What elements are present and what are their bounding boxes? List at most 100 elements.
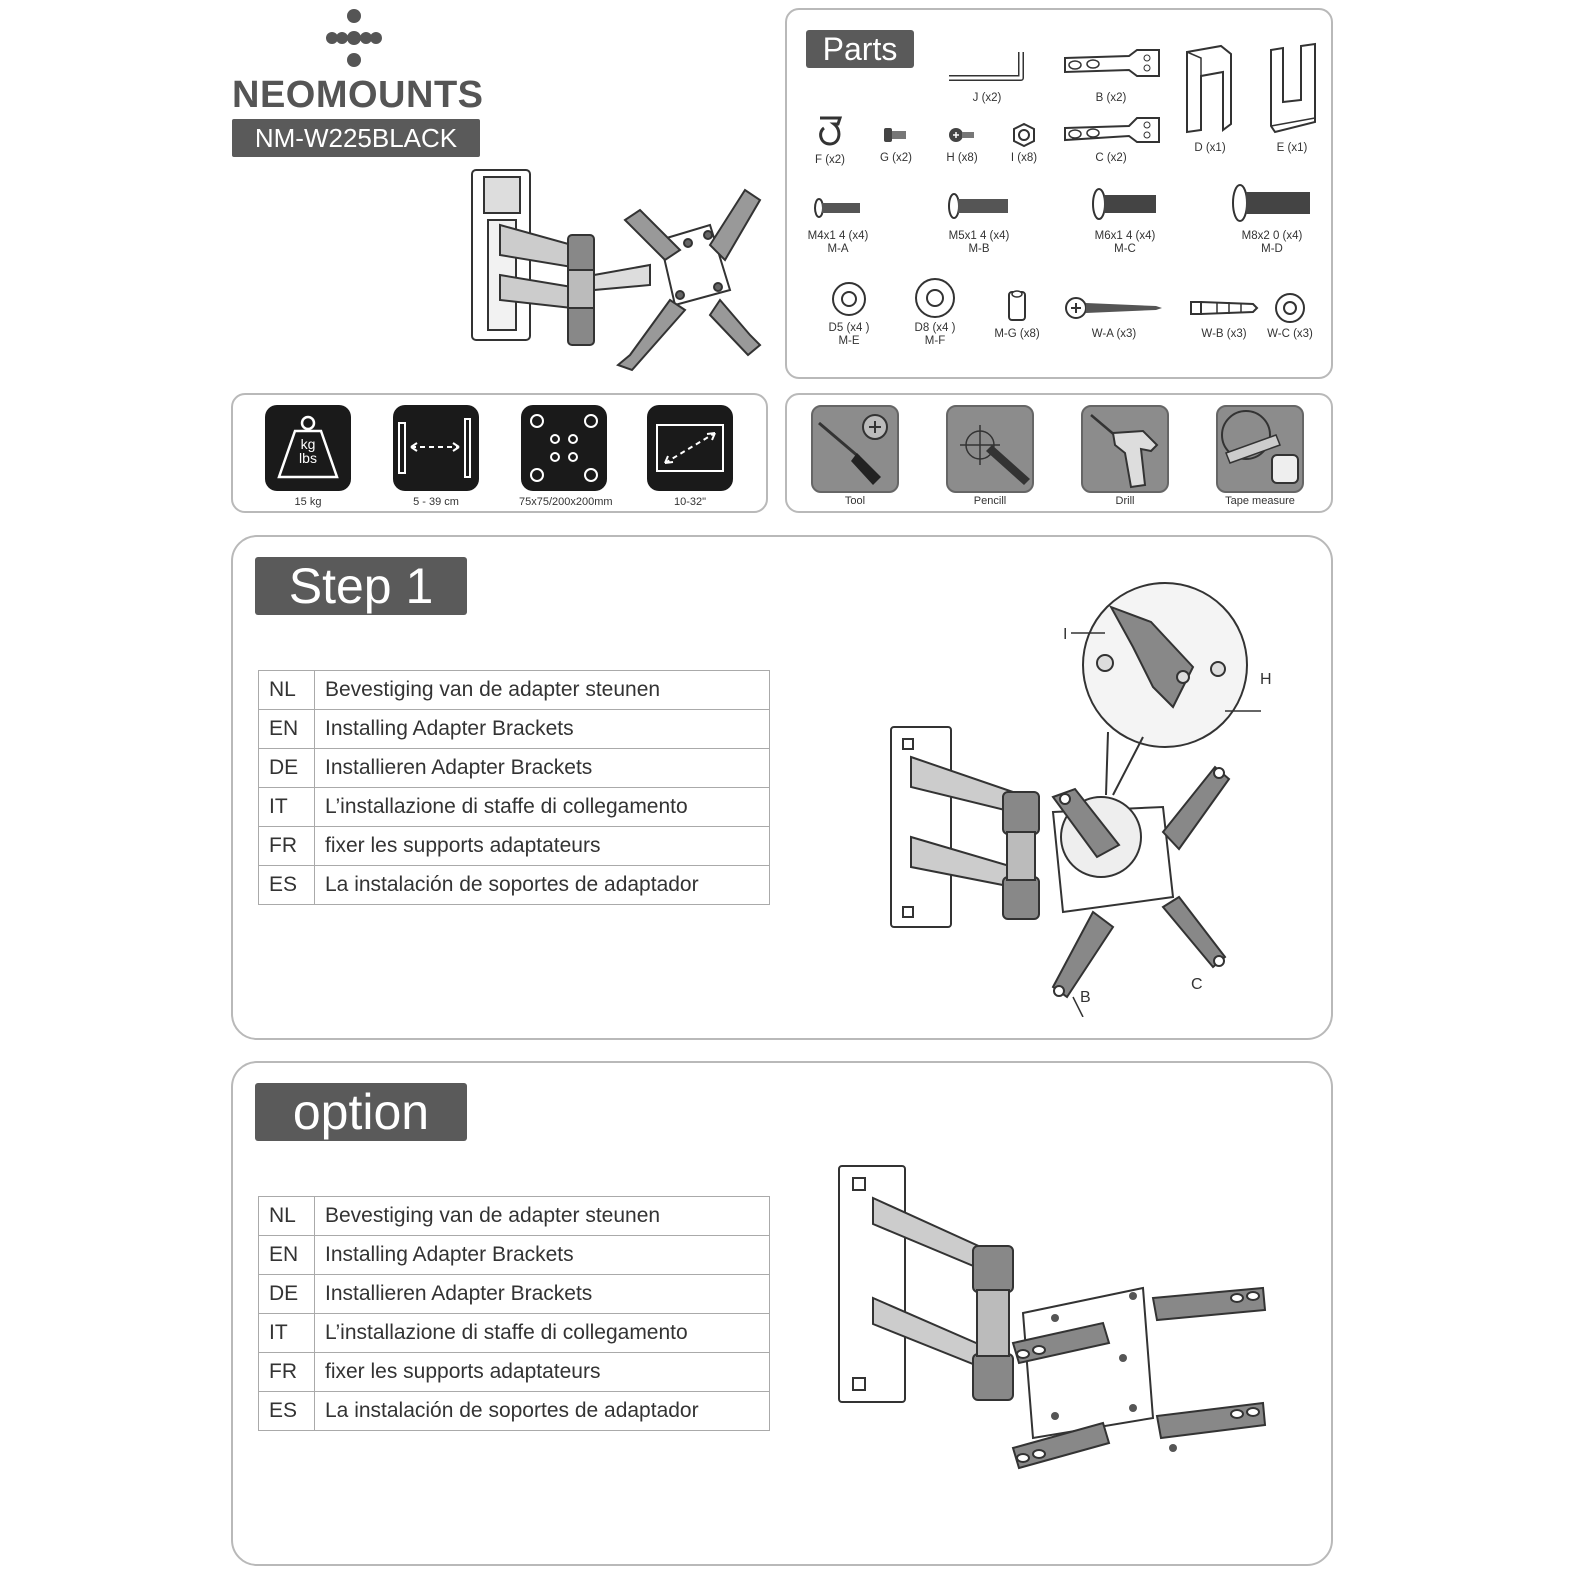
lang-code: IT [258,1313,315,1353]
part-label: M4x1 4 (x4) [807,230,869,242]
part-c: C (x2) [1059,114,1163,165]
part-label: M5x1 4 (x4) [948,230,1010,242]
instruction-text: Installieren Adapter Brackets [314,1274,770,1314]
part-label: W-B (x3) [1201,328,1247,340]
allen-key-icon [949,52,1024,81]
washer-wc-icon [1275,293,1305,323]
bolt-m5-icon [948,193,1008,219]
pencil-icon [946,405,1034,493]
tool-drill: Drill [1079,405,1171,507]
part-m-e: D5 (x4 ) M-E [819,280,879,348]
part-code: M-F [924,335,946,347]
callout-c: C [1191,976,1203,993]
lang-code: ES [258,1391,315,1431]
weight-unit-lbs: lbs [299,450,317,466]
bracket-b-icon [1064,49,1160,77]
hook-icon [819,116,843,146]
tool-tape-measure: Tape measure [1214,405,1306,507]
part-label: D8 (x4 ) [914,322,956,334]
callout-h: H [1260,671,1272,688]
bolt-m6-icon [1092,188,1156,220]
product-illustration [471,169,762,372]
part-label: C (x2) [1095,152,1127,164]
lang-code: EN [258,709,315,749]
step-1-title: Step 1 [255,557,467,615]
lang-code: EN [258,1235,315,1275]
part-g: G (x2) [871,122,921,165]
lang-code: NL [258,670,315,710]
part-code: M-D [1261,243,1283,255]
lang-code: IT [258,787,315,827]
bracket-c-icon [1064,117,1160,143]
lang-code: ES [258,865,315,905]
part-m-d: M8x2 0 (x4) M-D [1227,180,1317,256]
option-diagram [838,1165,1267,1470]
tools-panel: Tool Pencill Drill Tape [785,393,1333,513]
specs-panel: kg lbs 15 kg 5 - 39 cm [231,393,768,513]
spacer-icon [1008,290,1026,321]
bolt-m8-icon [1232,184,1310,222]
part-label: W-C (x3) [1267,328,1313,340]
nut-icon [1013,122,1035,148]
part-h: H (x8) [937,122,987,165]
brand-block: NEOMOUNTS NM-W225BLACK [232,8,484,157]
parts-title: Parts [806,30,914,68]
tool-label: Pencill [973,495,1007,507]
brand-name: NEOMOUNTS [232,74,484,116]
part-code: M-C [1114,243,1136,255]
part-label: M8x2 0 (x4) [1241,230,1303,242]
part-label: D (x1) [1194,142,1226,154]
lang-code: FR [258,1352,315,1392]
instruction-text: L’installazione di staffe di collegament… [314,787,770,827]
phillips-screw-icon [949,128,974,142]
bolt-m4-icon [814,198,860,218]
spec-weight: kg lbs 15 kg [263,405,353,508]
lang-code: FR [258,826,315,866]
part-label: W-A (x3) [1091,328,1137,340]
part-label: M6x1 4 (x4) [1094,230,1156,242]
washer-d8-icon [915,278,955,318]
spec-label: 15 kg [294,496,322,508]
lang-code: NL [258,1196,315,1236]
part-b: B (x2) [1059,46,1163,105]
option-title: option [255,1083,467,1141]
spec-vesa: 75x75/200x200mm [519,405,613,508]
spec-label: 75x75/200x200mm [519,496,613,508]
part-m-c: M6x1 4 (x4) M-C [1083,182,1167,256]
instruction-text: Bevestiging van de adapter steunen [314,1196,770,1236]
tool-label: Tape measure [1225,495,1295,507]
part-i: I (x8) [999,122,1049,165]
step-1-diagram [890,582,1261,1017]
tool-label: Tool [844,495,866,507]
tool-pencil: Pencill [944,405,1036,507]
tool-label: Drill [1115,495,1135,507]
instruction-text: Installing Adapter Brackets [314,709,770,749]
part-code: M-A [827,243,849,255]
part-m-g: M-G (x8) [985,286,1049,341]
neomounts-logo-icon [326,9,382,67]
wall-distance-icon [393,405,479,491]
part-code: M-E [838,335,860,347]
part-label: I (x8) [1010,152,1038,164]
part-label: D5 (x4 ) [828,322,870,334]
model-number: NM-W225BLACK [232,119,480,157]
screwdriver-icon [811,405,899,493]
part-j: J (x2) [942,48,1032,105]
tool-screwdriver: Tool [809,405,901,507]
tape-measure-icon [1216,405,1304,493]
instruction-text: Installieren Adapter Brackets [314,748,770,788]
part-f: F (x2) [805,110,855,167]
part-label: H (x8) [946,152,978,164]
bracket-e-icon [1270,42,1316,134]
part-e: E (x1) [1257,42,1327,155]
instruction-text: L’installazione di staffe di collegament… [314,1313,770,1353]
